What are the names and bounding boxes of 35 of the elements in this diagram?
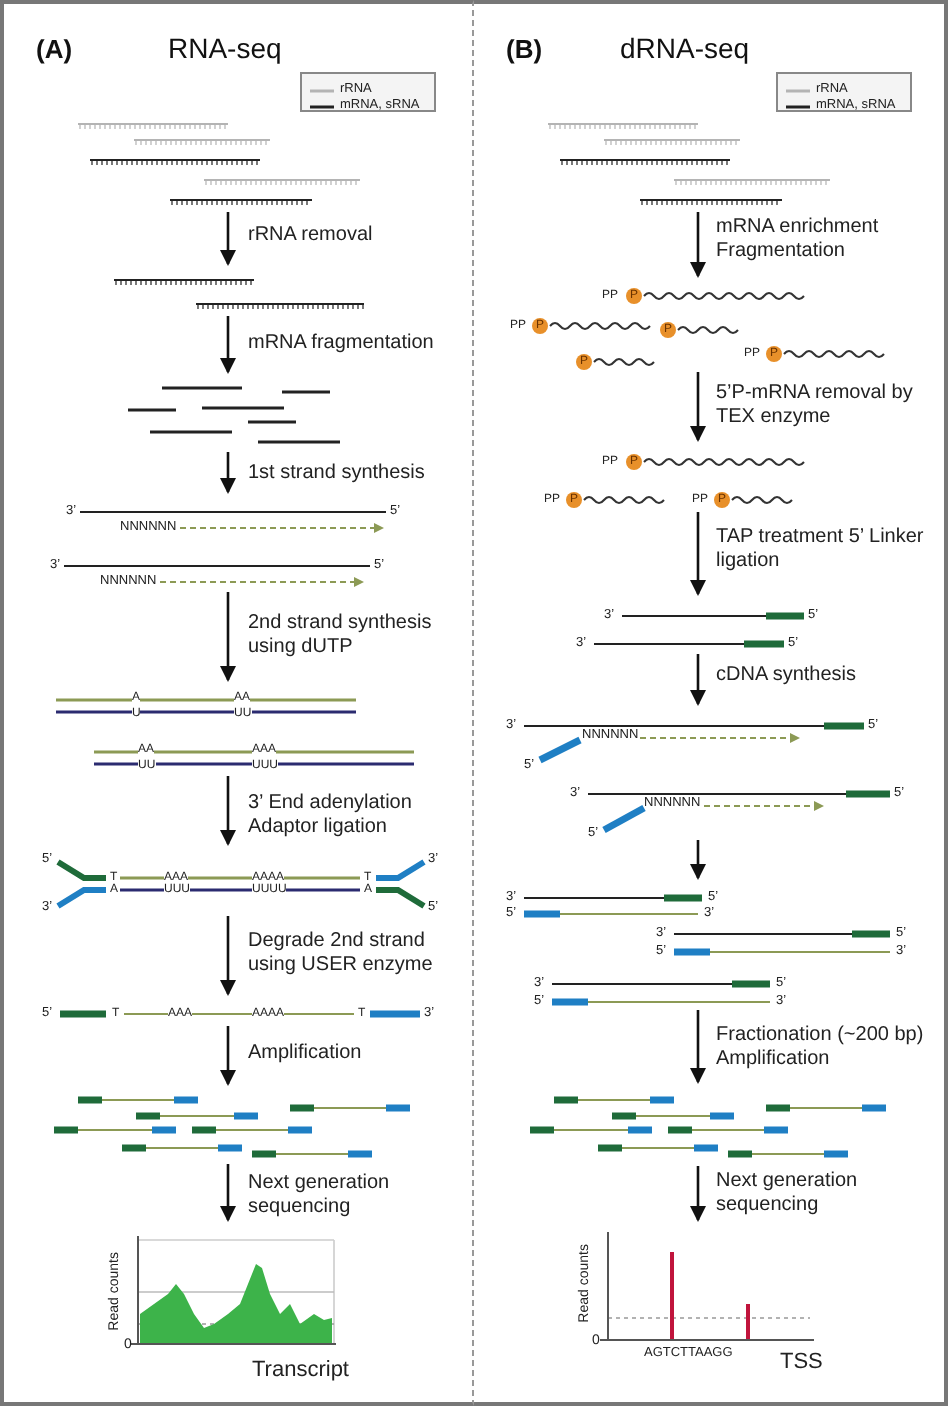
panel-letter: (B)	[506, 35, 543, 61]
axis-title: TSS	[780, 1351, 823, 1373]
arrow	[690, 1010, 706, 1084]
edge-label: mRNA fragmentation	[248, 332, 436, 356]
edge-label: 1st strand synthesis	[248, 462, 427, 486]
panel-letter: (A)	[36, 35, 73, 61]
arrow	[690, 654, 706, 706]
edge-label: Degrade 2nd strand using USER enzyme	[248, 930, 435, 978]
arrow	[220, 1026, 236, 1086]
edge-label: rRNA removal	[248, 224, 375, 248]
arrow	[220, 212, 236, 266]
edge-label: Fractionation (~200 bp) Amplification	[716, 1024, 926, 1072]
arrow	[220, 916, 236, 996]
edge-label: Amplification	[248, 1042, 364, 1066]
edge-label: 5’P-mRNA removal by TEX enzyme	[716, 382, 915, 430]
arrow	[220, 592, 236, 682]
arrow	[690, 212, 706, 278]
edge-label: Next generation sequencing	[248, 1172, 392, 1220]
axis-title: Transcript	[252, 1359, 349, 1381]
edge-label: 3’ End adenylation Adaptor ligation	[248, 792, 414, 840]
edge-label: cDNA synthesis	[716, 664, 859, 688]
arrow	[220, 316, 236, 374]
edge-label: Next generation sequencing	[716, 1170, 860, 1218]
edge-label: mRNA enrichment Fragmentation	[716, 216, 881, 264]
edge-label: 2nd strand synthesis using dUTP	[248, 612, 434, 660]
panel-title: dRNA-seq	[620, 34, 750, 62]
arrow	[220, 452, 236, 494]
edge-label: TAP treatment 5’ Linker ligation	[716, 526, 926, 574]
arrow	[690, 372, 706, 442]
arrow	[220, 1164, 236, 1222]
arrow	[690, 840, 706, 880]
arrow	[220, 776, 236, 846]
arrow	[690, 512, 706, 596]
panel-title: RNA-seq	[168, 34, 282, 62]
arrow	[690, 1166, 706, 1222]
